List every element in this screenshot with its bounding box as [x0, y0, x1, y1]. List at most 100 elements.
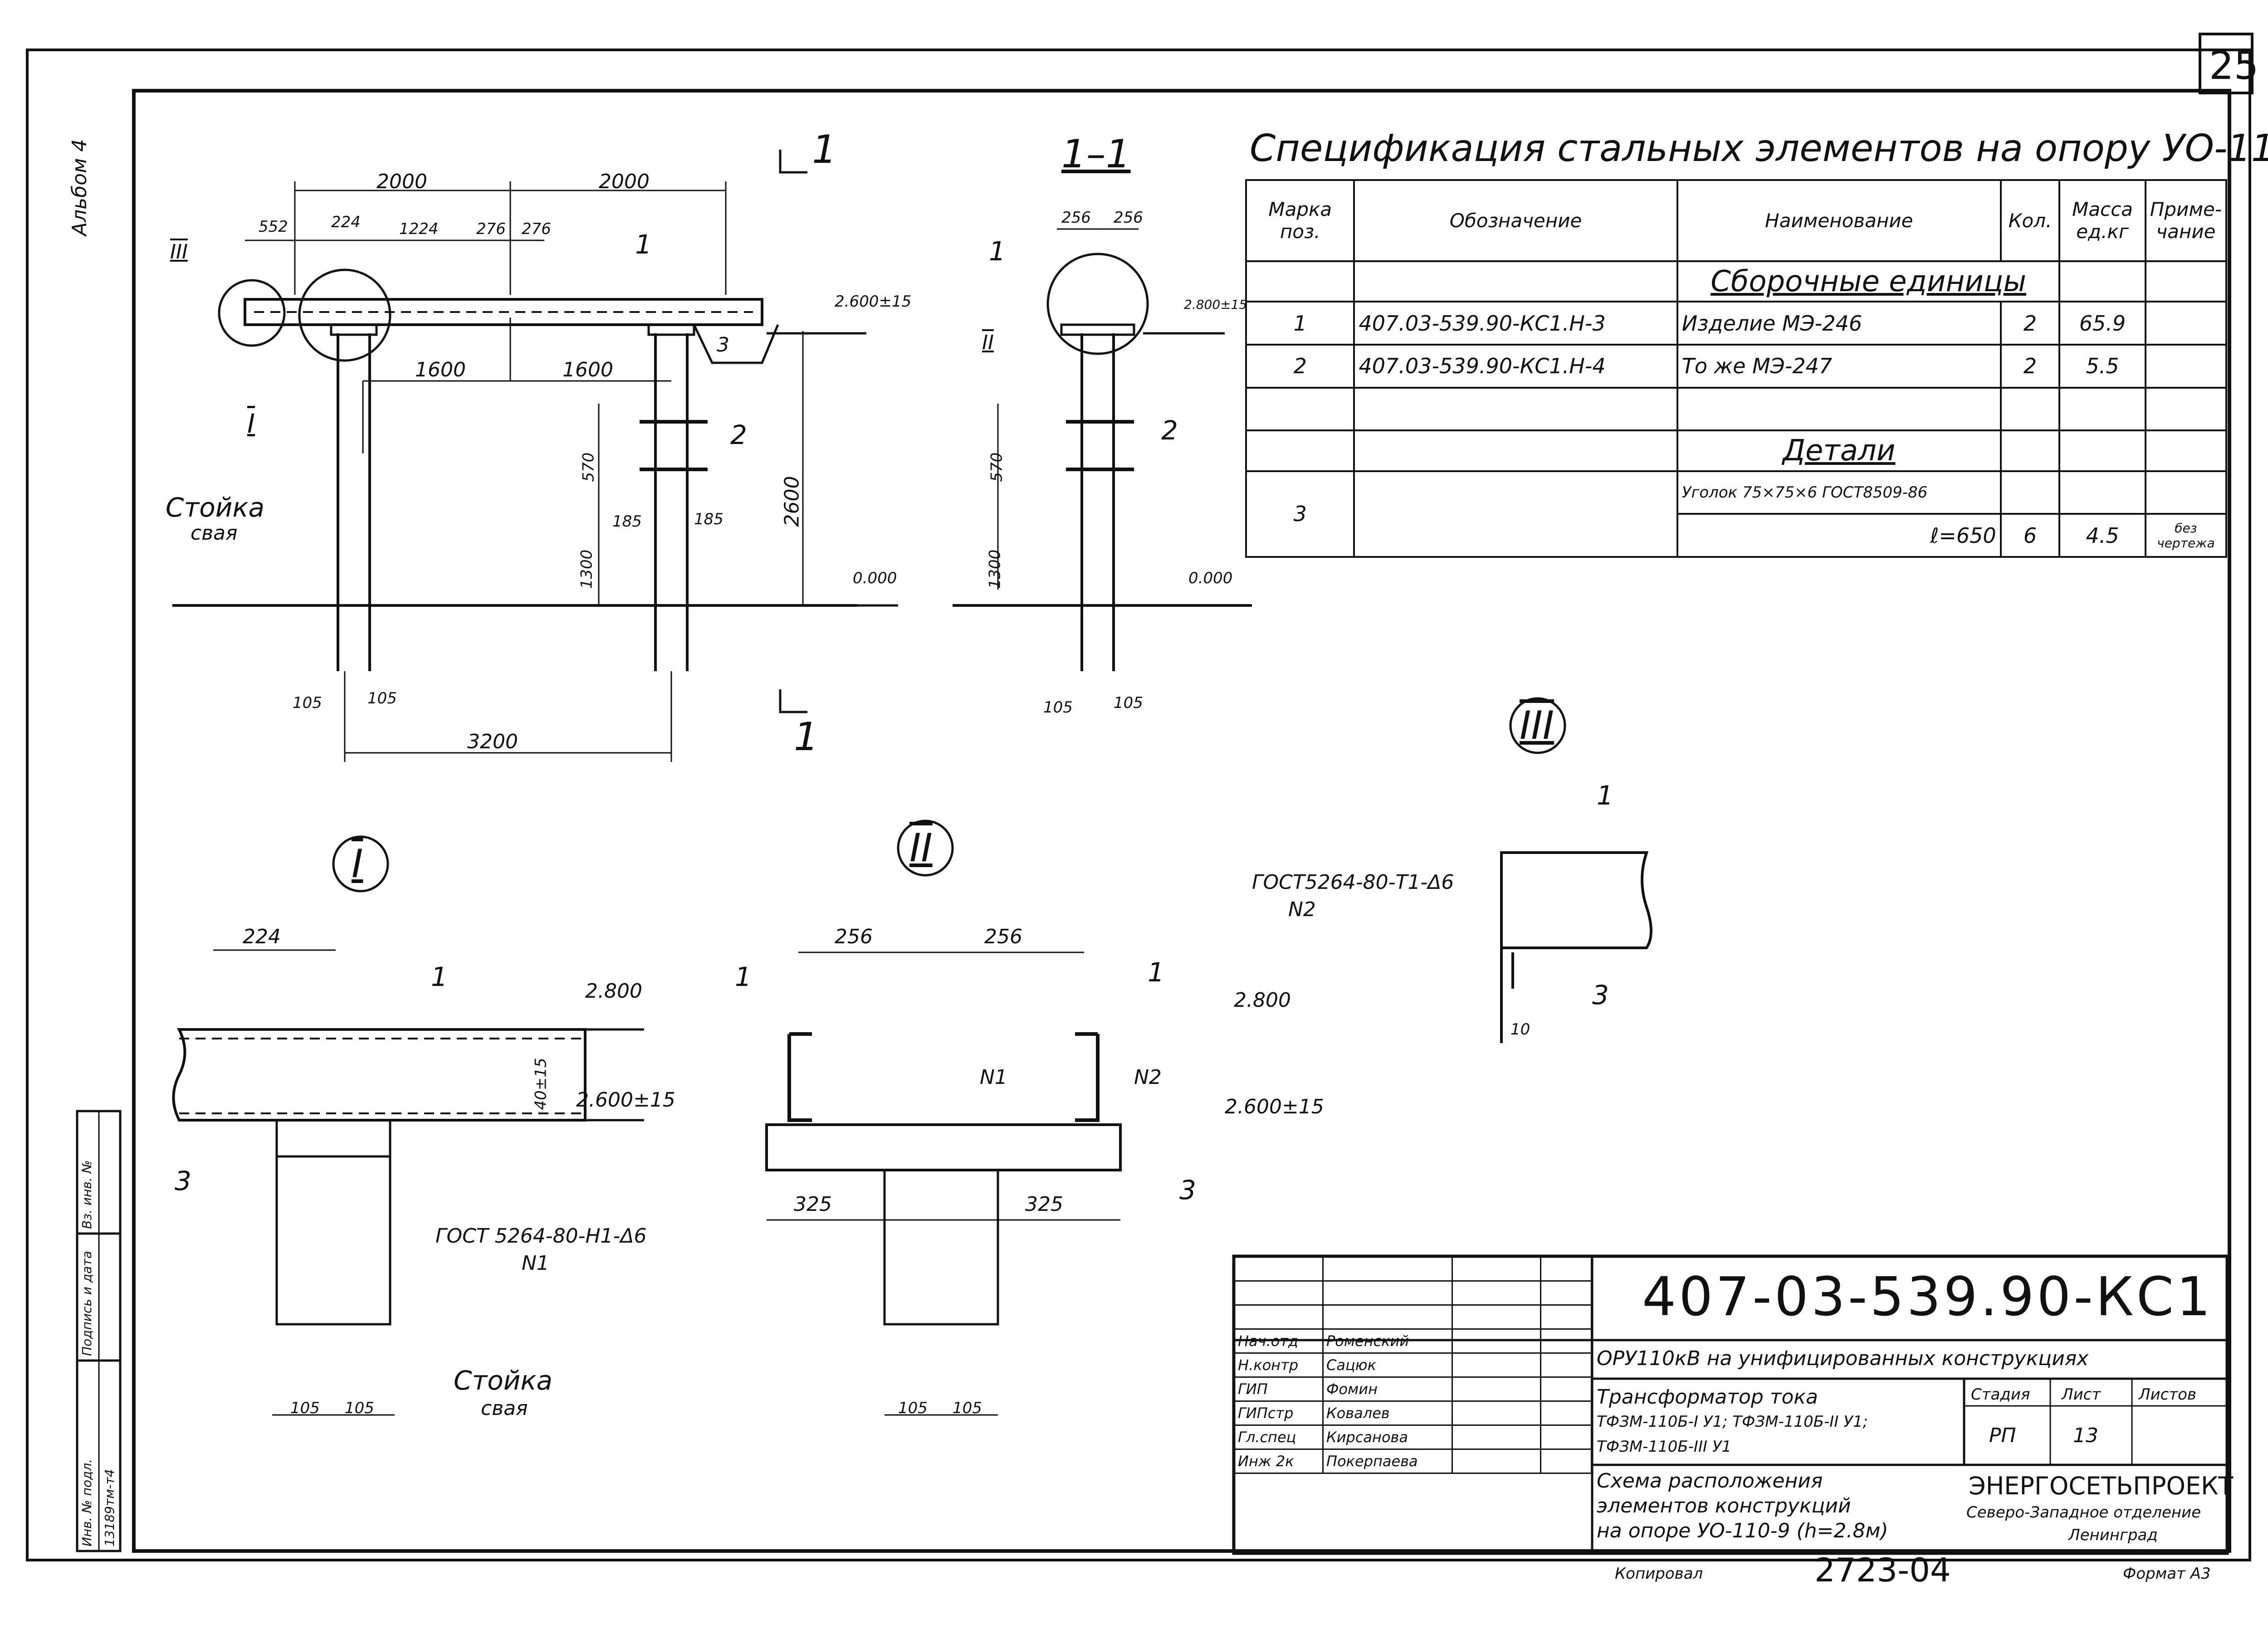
detail-mark-I: I	[247, 408, 255, 439]
spec-section-assemblies: Сборочные единицы	[1677, 260, 2061, 303]
spec-section-row: Детали	[1245, 429, 2228, 472]
detail-1-dim-side: 40±15	[532, 1058, 550, 1110]
spec-cell-name: Уголок 75×75×6 ГОСТ8509-86	[1676, 470, 2002, 515]
spec-col-mark-2: поз.	[1280, 220, 1320, 243]
inventory-number: 13189тм-т4	[102, 1469, 117, 1546]
dim-vertical-570: 570	[579, 452, 598, 482]
section-callout-1: 1	[989, 236, 1006, 267]
detail-1-callout-1: 1	[431, 961, 448, 992]
detail-1-weld-note: ГОСТ 5264-80-Н1-Δ6	[435, 1224, 647, 1248]
stamp-field-3: Вз. инв. №	[79, 1160, 94, 1229]
detail-2-dim-top-1: 256	[835, 925, 873, 948]
title-format: Формат А3	[2123, 1565, 2211, 1583]
dim-top-1: 2000	[376, 170, 427, 193]
table-row: 1 407.03-539.90-КС1.Н-3 Изделие МЭ-246 2…	[1245, 301, 2228, 346]
section-level-ground: 0.000	[1188, 569, 1233, 587]
section-dim-vertical-1300: 1300	[986, 549, 1004, 589]
dim-sub-3: 1224	[399, 220, 439, 238]
callout-2: 2	[730, 419, 747, 450]
dim-sub-4: 276	[476, 220, 506, 238]
title-project: ОРУ110кВ на унифицированных конструкциях	[1597, 1347, 2089, 1370]
spec-cell-qty: 2	[1999, 301, 2061, 346]
section-mark-bottom: 1	[794, 714, 819, 760]
spec-col-mark: Марка поз.	[1245, 179, 1355, 262]
title-sheets-label: Листов	[2139, 1385, 2197, 1404]
title-sheet-label: Лист	[2062, 1385, 2101, 1404]
dim-sub-5: 276	[522, 220, 551, 238]
detail-2-dim-top-2: 256	[984, 925, 1022, 948]
section-dim-top-2: 256	[1114, 209, 1143, 227]
title-org-sub: Северо-Западное отделение	[1966, 1503, 2201, 1522]
dim-top-2: 2000	[599, 170, 650, 193]
detail-3-mark: III	[1520, 703, 1554, 748]
spec-table: Марка поз. Обозначение Наименование Кол.…	[1245, 179, 2228, 558]
level-ground: 0.000	[853, 569, 897, 587]
dim-foot-right: 105	[367, 689, 397, 707]
section-dim-foot-left: 105	[1043, 698, 1073, 717]
detail-2-callout-3: 3	[1179, 1175, 1196, 1205]
album-label: Альбом 4	[68, 139, 91, 236]
title-desc-5: элементов конструкций	[1597, 1494, 1851, 1517]
title-stage-label: Стадия	[1971, 1385, 2030, 1404]
spec-cell-qty: 2	[1999, 343, 2061, 389]
stamp-field-1: Инв. № подл.	[79, 1458, 94, 1546]
section-level-top: 2.800±15	[1184, 297, 1247, 312]
callout-3: 3	[717, 333, 729, 356]
dim-185-right: 185	[694, 510, 723, 528]
title-desc-1: Трансформатор тока	[1597, 1385, 1818, 1409]
detail-1-dim-bottom-1: 105	[290, 1399, 320, 1417]
label-pile: свая	[191, 522, 238, 545]
dim-mid-2: 1600	[562, 358, 613, 381]
label-post: Стойка	[166, 492, 265, 523]
dim-foot-left: 105	[293, 694, 322, 712]
detail-2-weld-1: N1	[980, 1066, 1007, 1089]
spec-cell-note	[2144, 343, 2228, 389]
spec-cell-note	[2144, 301, 2228, 346]
detail-3-weld-note: ГОСТ5264-80-Т1-Δ6	[1252, 871, 1454, 894]
spec-cell-qty: 6	[1999, 513, 2061, 558]
callout-1: 1	[635, 229, 652, 260]
spec-cell-designation	[1353, 470, 1678, 558]
spec-col-mass-1: Масса	[2072, 198, 2133, 221]
detail-2-mark: II	[909, 825, 933, 871]
detail-2-callout-1-right: 1	[1148, 957, 1164, 988]
title-org: ЭНЕРГОСЕТЬПРОЕКТ	[1969, 1472, 2234, 1500]
stamp-field-2: Подпись и дата	[79, 1251, 94, 1356]
detail-1-label-post: Стойка	[454, 1365, 553, 1396]
section-title: 1–1	[1061, 132, 1131, 177]
dim-vertical-2600: 2600	[780, 476, 804, 527]
spec-col-name: Наименование	[1676, 179, 2002, 262]
spec-cell-mass: 5.5	[2058, 343, 2146, 389]
section-mark-top: 1	[812, 127, 837, 172]
section-dim-top-1: 256	[1061, 209, 1091, 227]
spec-cell-designation: 407.03-539.90-КС1.Н-4	[1353, 343, 1678, 389]
spec-col-mass-2: ед.кг	[2076, 220, 2129, 243]
dim-185-left: 185	[612, 512, 642, 531]
detail-1-weld-note-2: N1	[522, 1252, 549, 1275]
spec-header-row: Марка поз. Обозначение Наименование Кол.…	[1245, 179, 2228, 262]
detail-1-level-2: 2.600±15	[576, 1088, 675, 1112]
section-dim-foot-right: 105	[1114, 694, 1143, 712]
spec-title: Спецификация стальных элементов на опору…	[1250, 127, 2268, 170]
title-desc-6: на опоре УО-110-9 (h=2.8м)	[1597, 1519, 1888, 1542]
table-row: 3 Уголок 75×75×6 ГОСТ8509-86	[1245, 470, 2228, 558]
dim-mid-1: 1600	[415, 358, 466, 381]
detail-2-level-2: 2.600±15	[1225, 1095, 1324, 1118]
detail-2-dim-bottom-2: 105	[953, 1399, 982, 1417]
spec-col-note: Приме- чание	[2144, 179, 2228, 262]
title-copied: Копировал	[1615, 1565, 1703, 1583]
dim-sub-2: 224	[331, 213, 361, 231]
level-top: 2.600±15	[835, 293, 912, 311]
spec-section-details: Детали	[1676, 429, 2002, 472]
spec-col-qty: Кол.	[1999, 179, 2061, 262]
title-code: 407-03-539.90-КС1	[1642, 1265, 2214, 1328]
detail-2-callout-1-left: 1	[735, 961, 752, 992]
detail-2-dim-bottom-1: 105	[898, 1399, 928, 1417]
detail-2-dim-base-2: 325	[1025, 1193, 1063, 1216]
